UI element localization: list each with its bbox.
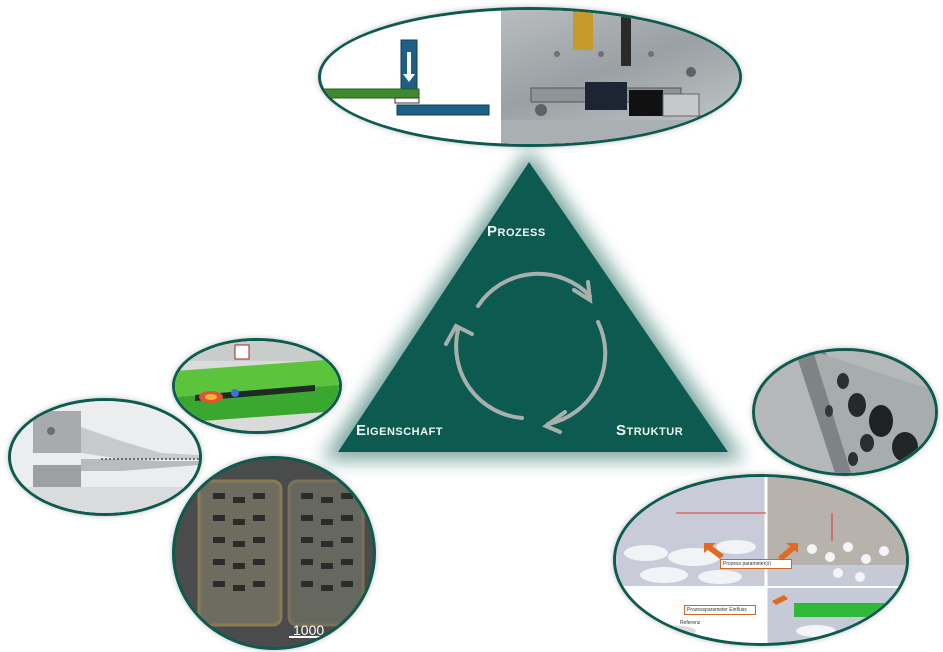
annotation-c: Referenz <box>680 620 701 626</box>
green-bar <box>322 88 420 99</box>
annotation-a: Prozess parameter(s) <box>720 559 792 569</box>
sem-crosssection <box>755 351 935 473</box>
process-image-ellipse <box>318 7 742 147</box>
annotation-b: Prozessparameter Einfluss <box>684 605 756 615</box>
orange-arrows <box>704 543 798 605</box>
test-fixture-image <box>11 401 199 513</box>
cycle-arrows-icon <box>444 271 608 434</box>
specimen-photo-ellipse: 1000 <box>172 456 376 650</box>
label-eigenschaft: Eigenschaft <box>356 422 444 439</box>
microstructure-panels <box>616 477 906 643</box>
simulation-ellipse <box>172 338 342 434</box>
specimen-photo <box>175 459 373 647</box>
press-photo-details <box>501 10 739 144</box>
sample-layer <box>394 97 420 104</box>
sem-image-ellipse <box>752 348 938 476</box>
label-prozess: Prozess <box>487 223 546 240</box>
scale-bar-text: 1000 <box>293 622 325 638</box>
test-fixture-ellipse <box>8 398 202 516</box>
press-photo <box>501 10 739 144</box>
dark-sample <box>585 82 627 110</box>
yellow-cable <box>573 10 593 50</box>
label-struktur: Struktur <box>616 422 684 439</box>
blue-bar <box>396 104 490 116</box>
press-schematic <box>322 39 490 116</box>
simulation-image <box>175 341 339 431</box>
microstructure-ellipse: Prozess parameter(s) Prozessparameter Ei… <box>613 474 909 646</box>
green-highlight <box>794 603 884 617</box>
press-down-arrow-icon <box>403 52 415 82</box>
main-triangle <box>338 162 728 452</box>
